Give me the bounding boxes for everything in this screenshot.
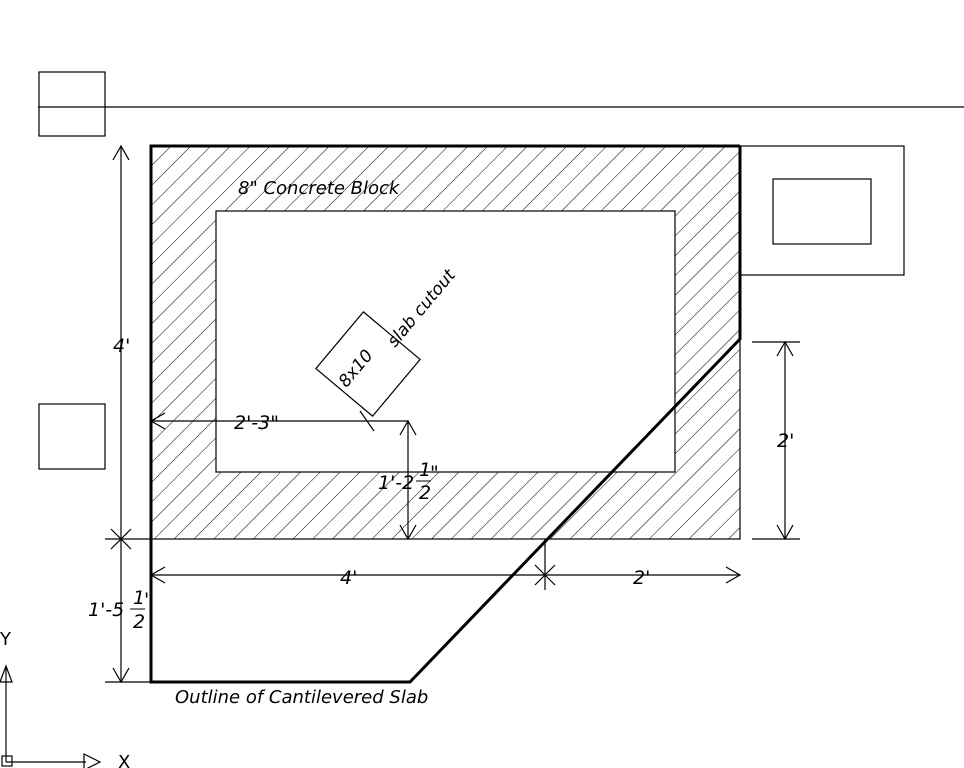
- dim-bottom-4ft-text: 4': [340, 567, 357, 589]
- axis-y-label: Y: [0, 629, 12, 650]
- dim-bottom: [149, 539, 742, 590]
- right-inner-box: [772, 178, 872, 245]
- dim-lower-left-tail: ': [144, 589, 149, 611]
- dim-right-2ft: [752, 340, 800, 541]
- dim-horiz-inner-text: 2'-3": [234, 412, 279, 434]
- outline-label: Outline of Cantilevered Slab: [175, 687, 428, 708]
- slab-cutout-square: [315, 311, 421, 417]
- dim-lower-left: [105, 539, 151, 684]
- dim-bottom-2ft-text: 2': [633, 567, 650, 589]
- concrete-block-label: 8" Concrete Block: [238, 178, 401, 199]
- dim-horiz-inner: [149, 410, 408, 432]
- dim-vert-inner: [399, 419, 417, 541]
- cantilevered-slab-outline: [149, 144, 742, 684]
- right-outer-box: [739, 145, 905, 276]
- top-left-box: [38, 71, 106, 137]
- concrete-block-inner: [215, 210, 676, 473]
- axis-x-label: X: [118, 752, 130, 768]
- dim-lower-left-num: 1: [133, 587, 145, 609]
- mid-left-box: [38, 403, 106, 470]
- dim-lower-left-den: 2: [133, 611, 145, 633]
- dim-lower-left-main: 1'-5: [88, 599, 124, 621]
- dim-right-2ft-text: 2': [777, 430, 794, 452]
- ucs-axis-icon: [0, 664, 102, 768]
- dim-vert-inner-main: 1'-2: [378, 472, 414, 494]
- dim-left-4ft-text: 4': [113, 335, 130, 357]
- dim-vert-inner-den: 2: [419, 482, 431, 504]
- concrete-block-hatch: [151, 146, 740, 539]
- dim-vert-inner-num: 1: [419, 459, 431, 481]
- dim-vert-inner-tail: ": [430, 462, 439, 484]
